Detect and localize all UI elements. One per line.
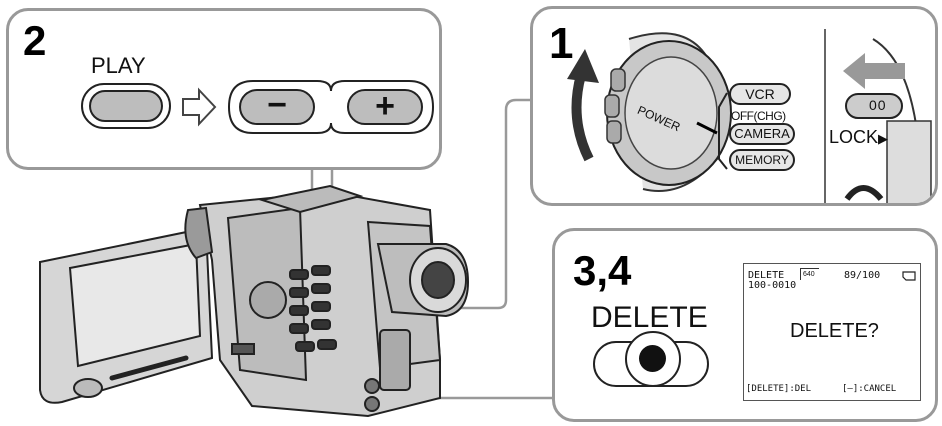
delete-panel: 3,4 DELETE DELETE 640 89/100 100-0010 DE… — [552, 228, 938, 422]
delete-button-label: DELETE — [591, 301, 708, 334]
lock-switch[interactable]: 00 — [845, 93, 903, 119]
lcd-prompt: DELETE? — [790, 320, 879, 342]
delete-button[interactable] — [625, 331, 681, 387]
lcd-counter: 89/100 — [844, 270, 881, 281]
play-panel: 2 PLAY − + — [6, 8, 442, 170]
right-arrow-icon — [182, 87, 217, 127]
step-number: 2 — [23, 17, 47, 64]
mode-off-chg[interactable]: OFF(CHG) — [731, 109, 786, 123]
minus-button[interactable]: − — [239, 86, 315, 125]
image-size-badge: 640 — [800, 268, 819, 280]
plus-symbol: + — [375, 86, 395, 125]
image-size-badge-text: 640 — [803, 271, 815, 278]
lock-label: LOCK▶ — [829, 127, 888, 148]
slide-left-arrow-icon — [843, 53, 905, 89]
mode-camera[interactable]: CAMERA — [729, 123, 795, 145]
delete-button-housing — [593, 331, 709, 387]
lcd-hint-delete: [DELETE]:DEL — [746, 384, 812, 394]
lcd-file-number: 100-0010 — [748, 280, 797, 291]
camcorder-body — [184, 184, 470, 418]
lcd-screen: DELETE 640 89/100 100-0010 DELETE? [DELE… — [743, 263, 921, 401]
step-number: 1 — [549, 19, 574, 68]
rotate-arrow-icon — [567, 49, 599, 83]
memory-card-icon — [902, 271, 916, 281]
step-number: 3,4 — [573, 247, 632, 294]
lock-switch-mark: 00 — [869, 97, 887, 113]
lcd-hint-cancel: [–]:CANCEL — [842, 384, 897, 394]
power-panel: 1 POWER VCR OFF(CHG) CAMERA MEMORY — [530, 6, 938, 206]
mode-camera-label: CAMERA — [734, 126, 790, 141]
mode-memory[interactable]: MEMORY — [729, 149, 795, 171]
lock-text: LOCK — [829, 127, 879, 147]
lcd-mode: DELETE — [748, 270, 785, 281]
plus-button[interactable]: + — [347, 89, 423, 125]
play-button-housing — [81, 83, 171, 129]
play-button-label: PLAY — [91, 53, 146, 78]
mode-memory-label: MEMORY — [735, 153, 789, 167]
power-dial-illustration — [567, 29, 932, 203]
minus-symbol: − — [267, 86, 287, 124]
lcd-flip-screen — [39, 226, 214, 404]
lock-arrow-icon: ▶ — [878, 131, 889, 146]
delete-button-dot — [639, 345, 666, 372]
play-button[interactable] — [89, 90, 163, 122]
mode-vcr-label: VCR — [745, 86, 775, 102]
mode-vcr[interactable]: VCR — [729, 83, 791, 105]
